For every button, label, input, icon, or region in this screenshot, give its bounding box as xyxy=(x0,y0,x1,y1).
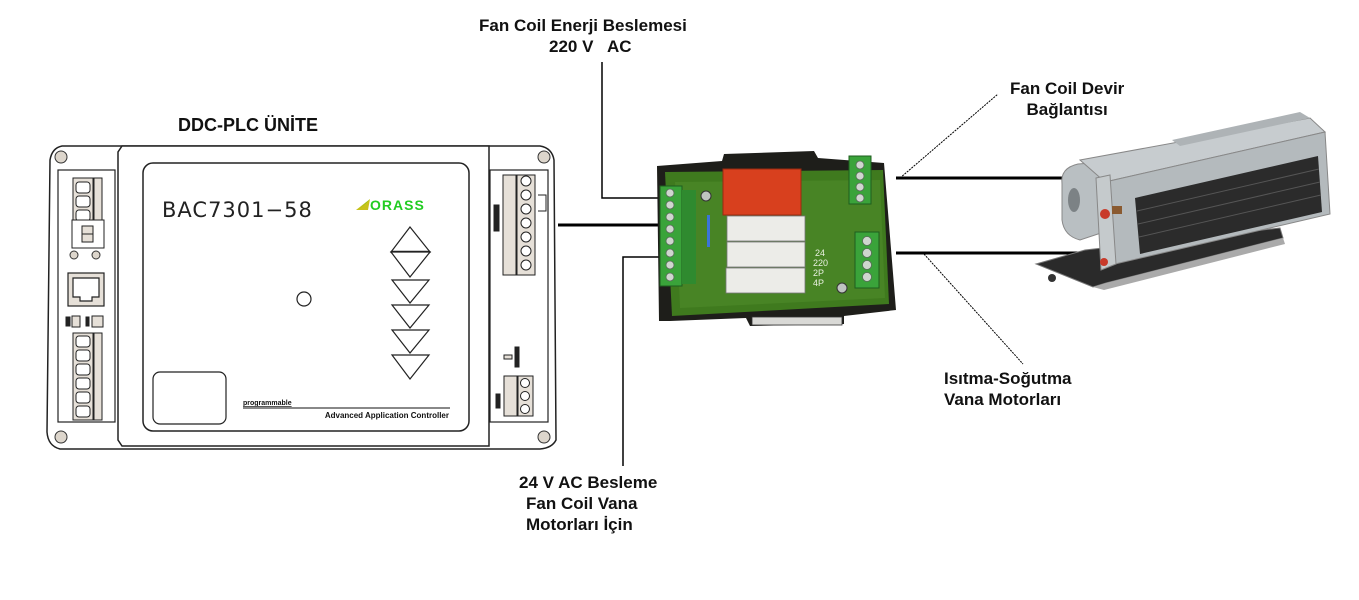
navigation-buttons[interactable] xyxy=(389,226,432,380)
supply-24v-line1: 24 V AC Besleme xyxy=(519,473,658,492)
supply-24v-line3: Motorları İçin xyxy=(526,515,633,534)
display-window xyxy=(152,371,227,425)
tagline-top: programmable xyxy=(243,400,292,407)
power-feed-label: Fan Coil Enerji Beslemesi 220 V AC xyxy=(479,15,687,57)
screw-icon xyxy=(537,150,551,164)
arrow-button-4[interactable] xyxy=(390,329,431,354)
right-top-terminal-block xyxy=(493,174,547,276)
power-feed-leader xyxy=(601,62,660,199)
jumper-switches xyxy=(65,315,104,328)
mounting-screws xyxy=(54,150,551,444)
right-bottom-terminal-strip xyxy=(854,231,880,289)
left-top-terminal-block xyxy=(72,177,103,225)
relay-board[interactable]: 24 220 2P 4P xyxy=(657,151,896,326)
supply-24v-leader xyxy=(622,256,660,466)
terminal-label-2p: 2P xyxy=(813,268,824,278)
power-feed-label-line2: 220 V AC xyxy=(549,37,632,56)
screw-icon xyxy=(537,430,551,444)
power-feed-label-line1: Fan Coil Enerji Beslemesi xyxy=(479,16,687,35)
jumper-wire xyxy=(707,215,710,247)
brand-logo: ORASS xyxy=(356,197,425,213)
arrow-button-3[interactable] xyxy=(390,304,431,329)
red-relay xyxy=(722,168,802,216)
terminal-label-220: 220 xyxy=(813,258,828,268)
brand-mark-icon xyxy=(356,199,370,210)
terminal-label-4p: 4P xyxy=(813,278,824,288)
down-arrow-button[interactable] xyxy=(389,251,432,278)
fan-speed-connection-line2: Bağlantısı xyxy=(1026,100,1108,119)
valve-icon xyxy=(1100,209,1110,219)
network-port-icon xyxy=(67,272,105,307)
right-top-terminal-strip xyxy=(848,155,872,205)
arrow-button-2[interactable] xyxy=(390,279,431,304)
fan-speed-connection-label: Fan Coil Devir Bağlantısı xyxy=(1010,78,1124,120)
supply-24v-label: 24 V AC Besleme Fan Coil Vana Motorları … xyxy=(519,472,657,535)
white-relay-3 xyxy=(725,267,806,294)
arrow-button-5[interactable] xyxy=(390,354,431,380)
left-bottom-terminal-block xyxy=(72,332,103,421)
fan-coil-unit xyxy=(1034,112,1331,290)
terminal-label-24: 24 xyxy=(815,248,825,258)
controller-model: BAC7301−58 xyxy=(162,198,313,222)
fan-speed-leader xyxy=(899,93,999,179)
ddc-unit-title: DDC-PLC ÜNİTE xyxy=(178,115,318,135)
wires xyxy=(558,62,1105,466)
screw-icon xyxy=(54,150,68,164)
status-led xyxy=(296,291,312,307)
white-relay-1 xyxy=(726,215,806,242)
fan-speed-connection-line1: Fan Coil Devir xyxy=(1010,79,1125,98)
dip-switch[interactable] xyxy=(71,219,105,249)
coil-grille xyxy=(1135,156,1322,254)
board-screw-icon xyxy=(700,190,712,202)
valve-motors-label: Isıtma-Soğutma Vana Motorları xyxy=(944,368,1072,410)
valve-motor-leader xyxy=(923,253,1024,365)
valve-motors-line1: Isıtma-Soğutma xyxy=(944,369,1072,388)
supply-24v-line2: Fan Coil Vana xyxy=(526,494,638,513)
right-bottom-terminal-block xyxy=(495,346,534,417)
white-relay-2 xyxy=(726,241,806,268)
led-indicators xyxy=(69,250,101,260)
valve-motors-line2: Vana Motorları xyxy=(944,390,1062,409)
screw-icon xyxy=(54,430,68,444)
ddc-controller[interactable]: BAC7301−58 ORASS programmable Advanced A… xyxy=(46,145,557,450)
brand-name: ORASS xyxy=(370,197,425,213)
tagline-bottom: Advanced Application Controller xyxy=(325,411,449,420)
left-terminal-strip xyxy=(659,185,696,287)
